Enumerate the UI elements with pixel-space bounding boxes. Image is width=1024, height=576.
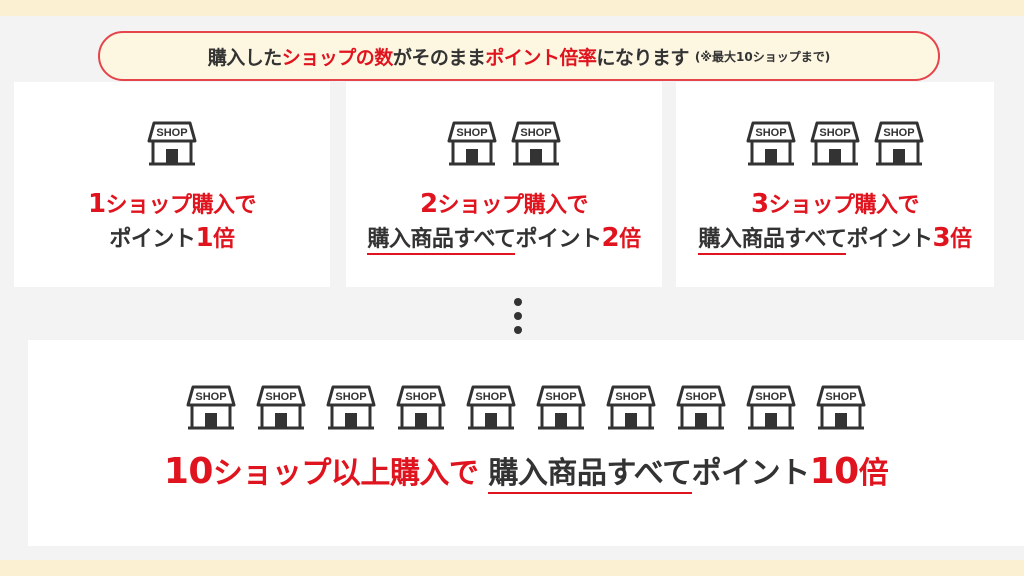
shop-count: 1 (87, 189, 106, 219)
shop-icon-label: SHOP (156, 127, 187, 139)
shop-icon: SHOP (746, 121, 796, 166)
shop-count: 2 (419, 189, 438, 219)
all-items-underlined: 購入商品すべて (698, 227, 847, 255)
shop-icon: SHOP (606, 385, 656, 430)
shop-icon-label: SHOP (755, 127, 786, 139)
shop-count: 3 (750, 189, 769, 219)
shop-icon: SHOP (447, 121, 497, 166)
shop-icon-label: SHOP (520, 127, 551, 139)
shop-icon-label: SHOP (456, 127, 487, 139)
shop-icon-label: SHOP (475, 391, 506, 403)
point-label: ポイント (691, 456, 811, 491)
banner-text-shop-count: ショップの数 (281, 46, 394, 69)
multiplier-unit: 倍 (619, 227, 641, 252)
shop-icon-label: SHOP (405, 391, 436, 403)
shop-icon: SHOP (810, 121, 860, 166)
vertical-ellipsis-icon (512, 298, 524, 334)
shop-icon-label: SHOP (265, 391, 296, 403)
tier-card-1: SHOP 1ショップ購入で ポイント1倍 (14, 82, 330, 287)
shop-icon-label: SHOP (195, 391, 226, 403)
shop-icon: SHOP (326, 385, 376, 430)
all-items-underlined: 購入商品すべて (488, 456, 692, 494)
shop-icon-row: SHOP SHOP (446, 120, 562, 168)
banner-text-5: になります (596, 46, 689, 69)
headline-banner: 購入したショップの数がそのままポイント倍率になります (※最大10ショップまで) (98, 31, 940, 81)
shop-icon: SHOP (511, 121, 561, 166)
shop-icon-label: SHOP (825, 391, 856, 403)
shop-icon-row: SHOP SHOP SHOP SHOP SHOP SHOP SHOP SHOP SHOP SHOP (185, 384, 867, 432)
point-multiplier: 3 (932, 223, 951, 253)
shop-icon: SHOP (816, 385, 866, 430)
point-label: ポイント (515, 227, 602, 252)
point-multiplier: 1 (195, 223, 214, 253)
shop-icon: SHOP (746, 385, 796, 430)
banner-text-point-rate: ポイント倍率 (485, 46, 597, 69)
shop-icon-label: SHOP (819, 127, 850, 139)
shop-count: 10 (163, 451, 214, 492)
all-items-underlined: 購入商品すべて (367, 227, 516, 255)
shop-icon-label: SHOP (755, 391, 786, 403)
campaign-panel: 購入したショップの数がそのままポイント倍率になります(※最大10ショップまで) … (0, 16, 1024, 560)
shop-icon-label: SHOP (545, 391, 576, 403)
tier-text: 3ショップ購入で 購入商品すべてポイント3倍 (698, 188, 972, 256)
shop-count-suffix: ショップ購入で (437, 193, 589, 218)
point-multiplier: 2 (601, 223, 620, 253)
tier-text: 1ショップ購入で ポイント1倍 (87, 188, 257, 256)
point-label: ポイント (846, 227, 933, 252)
tier-text: 2ショップ購入で 購入商品すべてポイント2倍 (367, 188, 641, 256)
shop-icon-label: SHOP (335, 391, 366, 403)
banner-text-3: がそのまま (392, 46, 486, 69)
point-multiplier: 10 (809, 451, 860, 492)
shop-icon: SHOP (874, 121, 924, 166)
shop-icon: SHOP (536, 385, 586, 430)
multiplier-unit: 倍 (950, 227, 972, 252)
point-label: ポイント (109, 227, 196, 252)
shop-icon: SHOP (396, 385, 446, 430)
shop-count-suffix: ショップ以上購入で (212, 456, 479, 491)
shop-icon-label: SHOP (615, 391, 646, 403)
shop-icon: SHOP (186, 385, 236, 430)
shop-icon: SHOP (256, 385, 306, 430)
shop-icon: SHOP (147, 121, 197, 166)
shop-icon-label: SHOP (685, 391, 716, 403)
banner-text-1: 購入した (207, 46, 283, 69)
multiplier-unit: 倍 (213, 227, 235, 252)
banner-note: (※最大10ショップまで) (694, 49, 831, 64)
multiplier-unit: 倍 (858, 456, 889, 491)
tier-text: 10ショップ以上購入で 購入商品すべてポイント10倍 (163, 451, 889, 494)
shop-icon: SHOP (676, 385, 726, 430)
shop-count-suffix: ショップ購入で (105, 193, 257, 218)
shop-icon-row: SHOP SHOP SHOP (745, 120, 925, 168)
shop-icon-row: SHOP (146, 120, 198, 168)
shop-icon: SHOP (466, 385, 516, 430)
shop-count-suffix: ショップ購入で (768, 193, 920, 218)
shop-icon-label: SHOP (883, 127, 914, 139)
